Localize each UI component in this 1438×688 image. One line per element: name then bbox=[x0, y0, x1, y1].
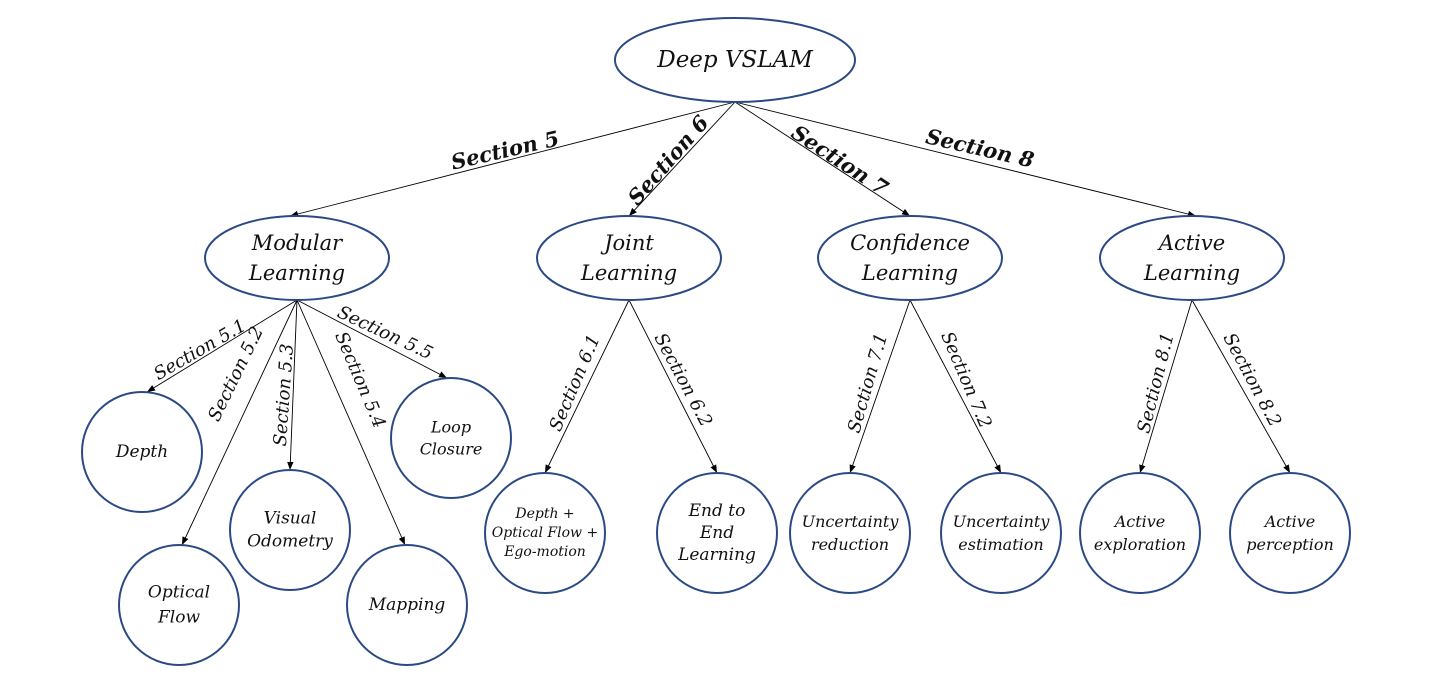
node-active-exploration-circle bbox=[1079, 472, 1201, 594]
node-loop-closure-label-line: Closure bbox=[420, 440, 483, 459]
node-uncertainty-estimation: Uncertainty estimation bbox=[940, 472, 1062, 594]
node-uncertainty-estimation-label-line: Uncertainty bbox=[953, 512, 1051, 531]
node-joint-label-line: Learning bbox=[580, 261, 677, 285]
edge-to-confidence bbox=[734, 101, 911, 217]
edge-to-mapping bbox=[296, 299, 406, 546]
edge-label-active-perception: Section 8.2 bbox=[1219, 330, 1286, 431]
edge-label-depth-flow-ego: Section 6.1 bbox=[545, 332, 605, 435]
node-active-label-line: Active bbox=[1157, 231, 1225, 255]
node-mapping: Mapping bbox=[346, 544, 468, 666]
edge-to-joint bbox=[628, 101, 736, 217]
node-depth-flow-ego-circle bbox=[484, 472, 606, 594]
node-active-exploration-label-line: Active bbox=[1113, 512, 1166, 531]
node-root-label-line: Deep VSLAM bbox=[656, 47, 814, 73]
node-optical-flow-label-line: Optical bbox=[148, 583, 210, 603]
node-depth-circle bbox=[81, 391, 203, 513]
node-active-perception: Active perception bbox=[1229, 472, 1351, 594]
node-depth: Depth bbox=[81, 391, 203, 513]
node-modular-label-line: Learning bbox=[248, 261, 345, 285]
node-active-exploration-label-line: exploration bbox=[1094, 535, 1186, 554]
node-depth-flow-ego-label-line: Optical Flow + bbox=[492, 525, 598, 541]
edge-to-uncertainty-estimation bbox=[909, 299, 1002, 474]
node-modular-label-line: Modular bbox=[251, 231, 344, 255]
node-depth-flow-ego: Depth + Optical Flow + Ego-motion bbox=[484, 472, 606, 594]
node-end-to-end-label-line: End to bbox=[688, 501, 746, 521]
node-uncertainty-reduction: Uncertainty reduction bbox=[789, 472, 911, 594]
node-optical-flow-label-line: Flow bbox=[157, 608, 200, 628]
node-uncertainty-estimation-circle bbox=[940, 472, 1062, 594]
node-joint-label-line: Joint bbox=[600, 231, 654, 255]
node-loop-closure-label-line: Loop bbox=[430, 418, 471, 437]
node-uncertainty-reduction-label-line: Uncertainty bbox=[802, 512, 900, 531]
edge-to-uncertainty-reduction bbox=[849, 299, 911, 474]
node-visual-odometry-label-line: Odometry bbox=[247, 532, 333, 552]
edge-label-modular: Section 5 bbox=[448, 125, 561, 174]
edge-label-confidence: Section 7 bbox=[787, 120, 893, 201]
edge-to-visual-odometry bbox=[287, 299, 298, 471]
edge-to-active-exploration bbox=[1139, 299, 1193, 474]
node-active-exploration: Active exploration bbox=[1079, 472, 1201, 594]
node-mapping-circle bbox=[346, 544, 468, 666]
node-mapping-label-line: Mapping bbox=[368, 595, 446, 615]
node-active-perception-circle bbox=[1229, 472, 1351, 594]
node-active-label-line: Learning bbox=[1143, 261, 1240, 285]
node-joint-ellipse bbox=[536, 215, 722, 301]
edge-to-loop-closure bbox=[296, 299, 448, 379]
node-depth-flow-ego-label-line: Ego-motion bbox=[503, 544, 586, 560]
node-end-to-end-label-line: End bbox=[699, 523, 734, 543]
edge-to-depth-flow-ego bbox=[544, 299, 630, 474]
edge-to-active bbox=[734, 101, 1197, 218]
node-end-to-end-circle bbox=[656, 472, 778, 594]
node-root-ellipse bbox=[614, 17, 856, 103]
node-root: Deep VSLAM bbox=[614, 17, 856, 103]
edge-label-active-exploration: Section 8.1 bbox=[1133, 331, 1178, 436]
node-depth-flow-ego-label-line: Depth + bbox=[514, 506, 574, 522]
edge-label-joint: Section 6 bbox=[622, 110, 713, 210]
edge-to-modular bbox=[289, 101, 736, 218]
edge-label-active: Section 8 bbox=[923, 123, 1036, 172]
node-visual-odometry-circle bbox=[229, 469, 351, 591]
edge-to-depth bbox=[146, 299, 298, 393]
node-end-to-end-label-line: Learning bbox=[677, 545, 756, 565]
node-modular-ellipse bbox=[204, 215, 390, 301]
edge-label-visual-odometry: Section 5.3 bbox=[270, 343, 298, 447]
node-optical-flow-circle bbox=[118, 544, 240, 666]
node-active-perception-label-line: perception bbox=[1246, 535, 1334, 554]
edge-to-active-perception bbox=[1191, 299, 1291, 474]
node-depth-label-line: Depth bbox=[115, 442, 168, 462]
edge-to-optical-flow bbox=[181, 299, 298, 546]
edge-label-uncertainty-reduction: Section 7.1 bbox=[844, 331, 893, 436]
node-confidence-label-line: Learning bbox=[861, 261, 958, 285]
node-uncertainty-estimation-label-line: estimation bbox=[958, 535, 1043, 554]
node-active-ellipse bbox=[1099, 215, 1285, 301]
edge-label-end-to-end: Section 6.2 bbox=[650, 330, 717, 431]
nodes-layer: Deep VSLAMModularLearningDepthOpticalFlo… bbox=[81, 17, 1351, 666]
edge-to-end-to-end bbox=[628, 299, 718, 474]
edges-layer bbox=[146, 101, 1291, 546]
node-uncertainty-reduction-label-line: reduction bbox=[811, 535, 889, 554]
node-active-perception-label-line: Active bbox=[1263, 512, 1316, 531]
edge-label-uncertainty-estimation: Section 7.2 bbox=[936, 329, 996, 432]
node-loop-closure-circle bbox=[390, 377, 512, 499]
node-confidence-ellipse bbox=[817, 215, 1003, 301]
node-confidence-label-line: Confidence bbox=[850, 231, 970, 255]
node-visual-odometry-label-line: Visual bbox=[264, 509, 317, 529]
node-uncertainty-reduction-circle bbox=[789, 472, 911, 594]
